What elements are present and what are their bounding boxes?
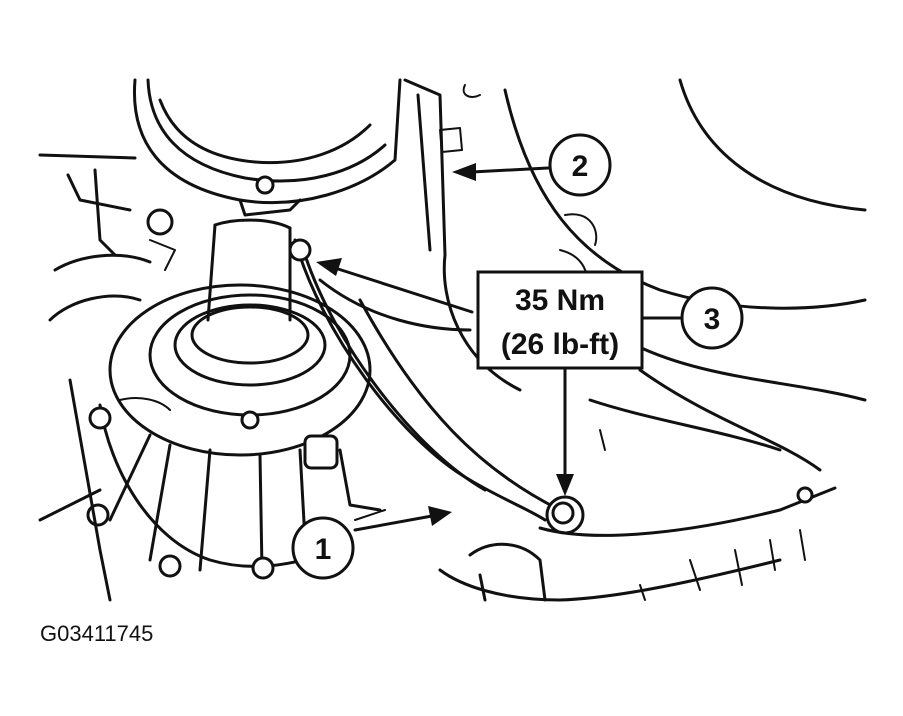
assembly-linework <box>38 78 867 602</box>
callout-2: 2 <box>548 133 612 197</box>
callout-2-label: 2 <box>572 150 589 183</box>
torque-metric: 35 Nm <box>515 284 605 317</box>
figure-code: G03411745 <box>40 621 153 646</box>
callout-1-circle <box>291 516 355 580</box>
arrowhead-torque-lower <box>556 474 574 496</box>
torque-box-frame <box>476 270 644 370</box>
arrowhead-callout-2 <box>452 163 476 181</box>
callout-2-circle <box>548 133 612 197</box>
callout-3-label: 3 <box>704 303 721 336</box>
torque-spec-box: 35 Nm (26 lb-ft) <box>476 270 644 370</box>
leader-lines <box>316 163 682 532</box>
callout-1: 1 <box>291 516 355 580</box>
callout-3: 3 <box>680 286 744 350</box>
callout-3-circle <box>680 286 744 350</box>
arrowhead-torque-upper <box>316 258 342 276</box>
torque-imperial: (26 lb-ft) <box>501 328 619 361</box>
arrowhead-callout-1 <box>428 506 452 526</box>
callout-1-label: 1 <box>315 533 332 566</box>
